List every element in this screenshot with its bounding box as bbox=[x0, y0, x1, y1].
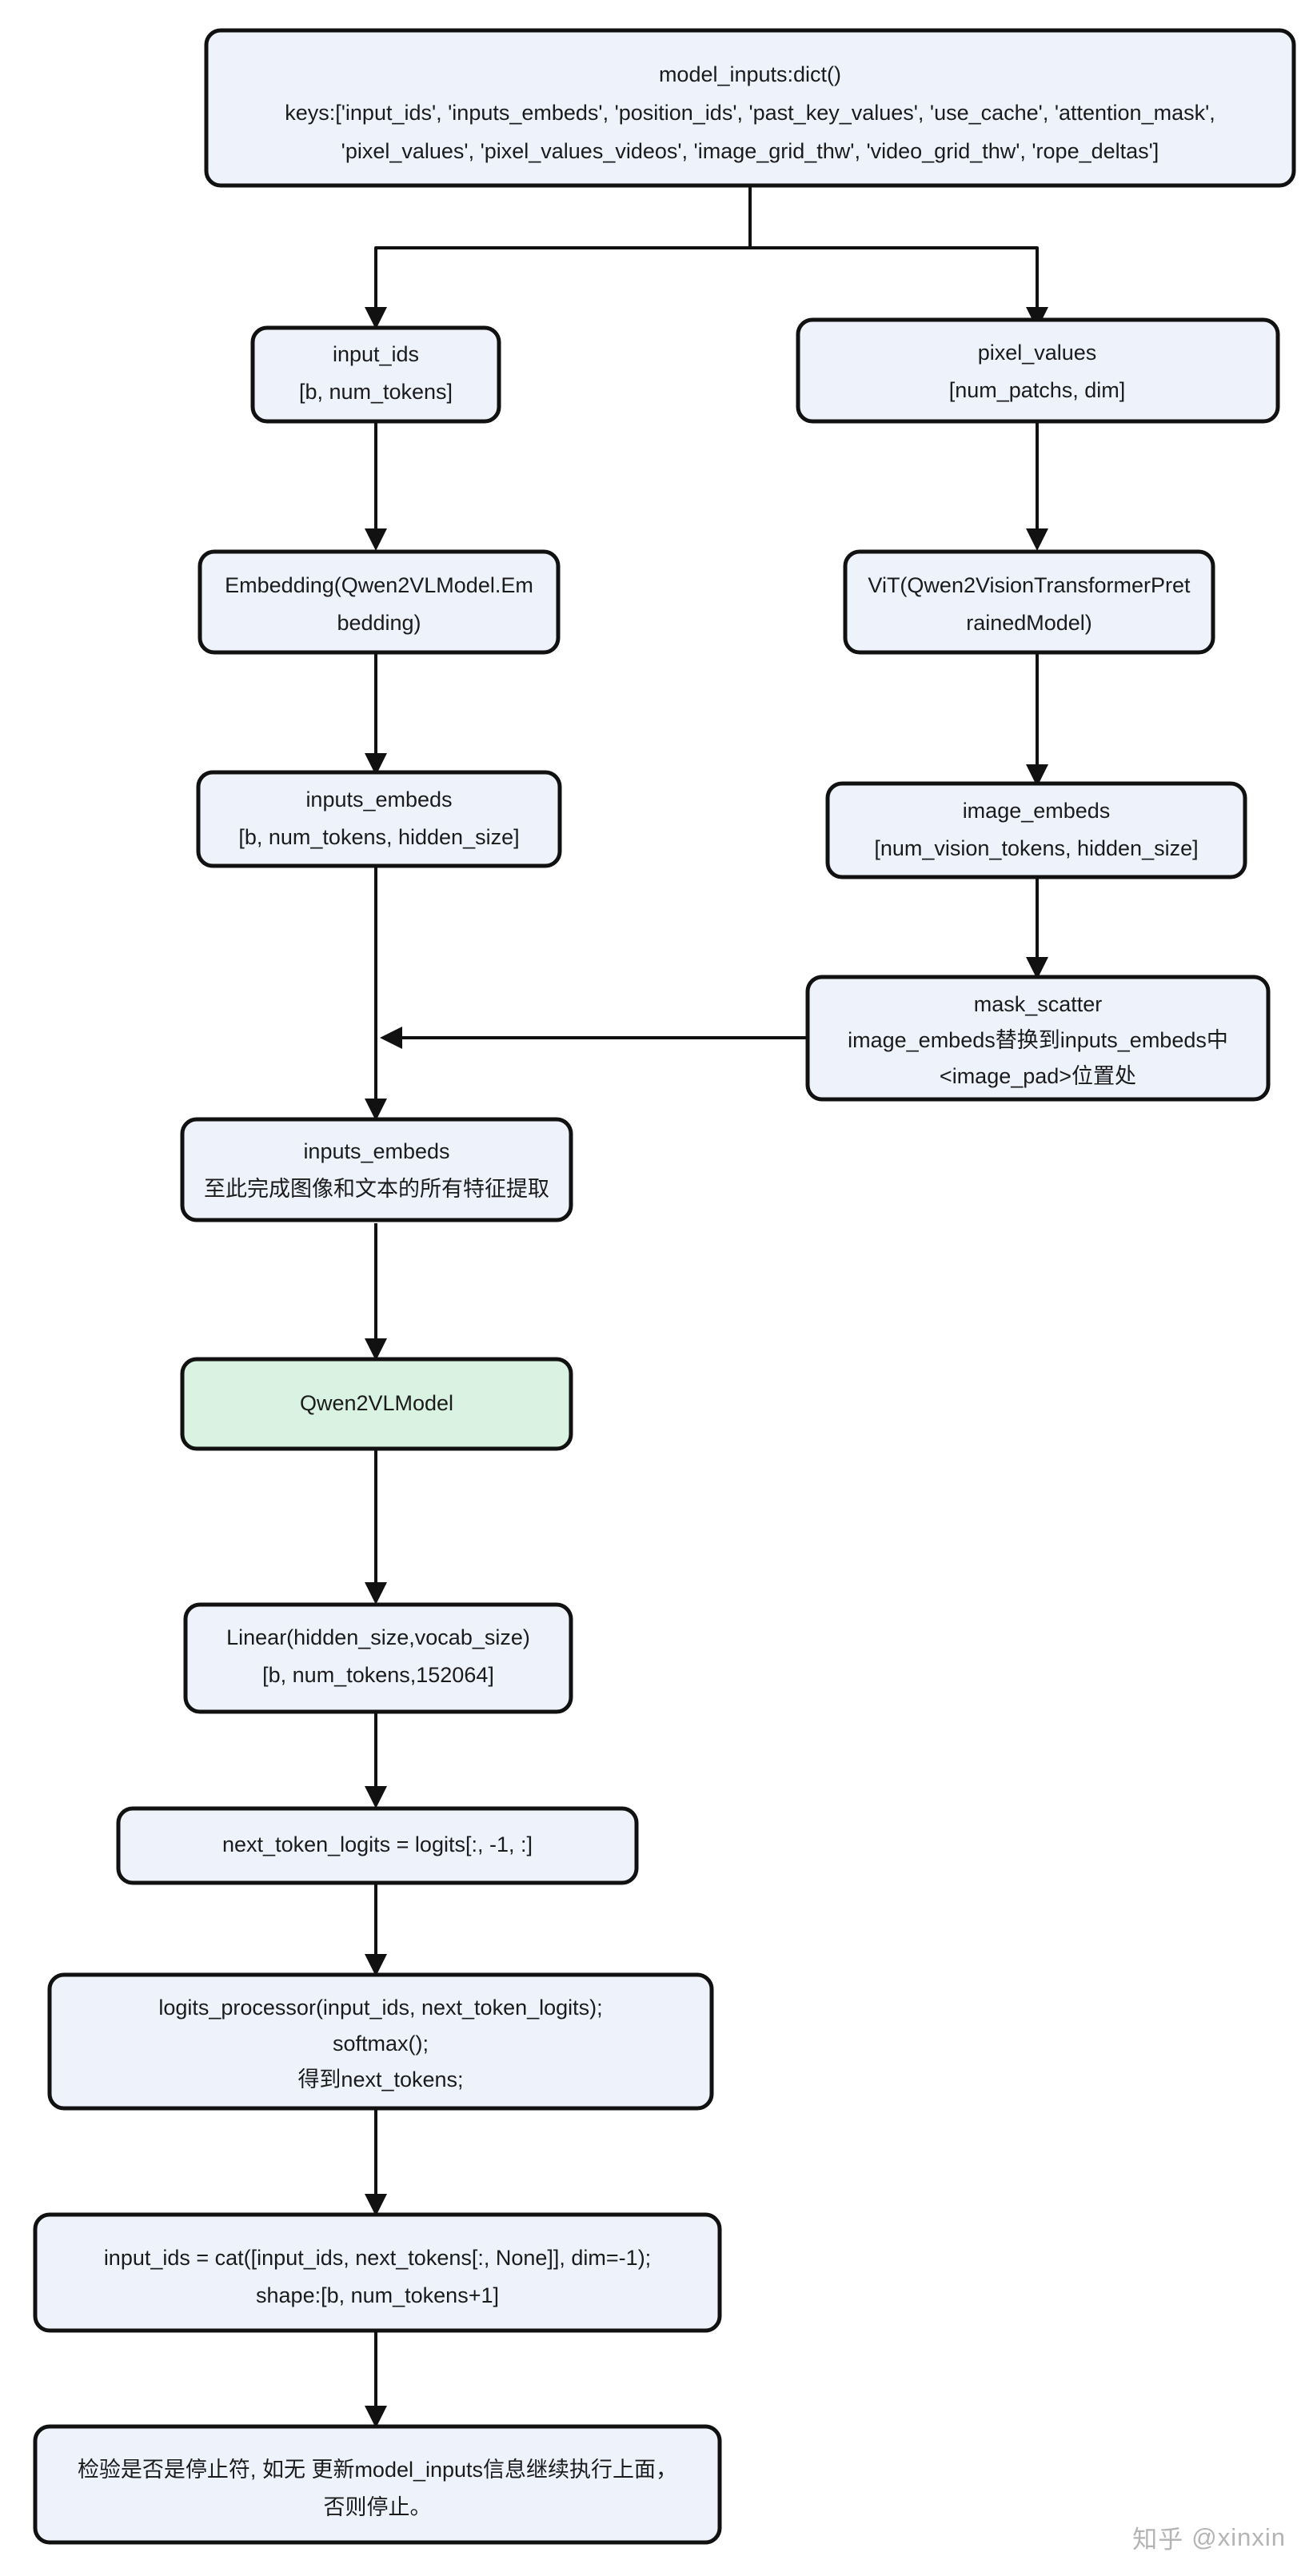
node-vit[interactable]: ViT(Qwen2VisionTransformerPret rainedMod… bbox=[843, 549, 1215, 655]
node-qwen2vlmodel-line1: Qwen2VLModel bbox=[300, 1391, 453, 1415]
node-next-token-logits-line1: next_token_logits = logits[:, -1, :] bbox=[222, 1832, 533, 1856]
edge-model-inputs-bus-left bbox=[365, 185, 752, 329]
node-qwen2vlmodel-box[interactable] bbox=[180, 1357, 573, 1451]
node-mask-scatter-line3: <image_pad>位置处 bbox=[940, 1064, 1136, 1088]
node-model-inputs-line2: keys:['input_ids', 'inputs_embeds', 'pos… bbox=[285, 101, 1215, 125]
node-linear[interactable]: Linear(hidden_size,vocab_size) [b, num_t… bbox=[183, 1602, 573, 1714]
node-vit-line2: rainedModel) bbox=[966, 611, 1092, 635]
node-logits-processor-line1: logits_processor(input_ids, next_token_l… bbox=[158, 1996, 602, 2020]
node-inputs-embeds-final[interactable]: inputs_embeds 至此完成图像和文本的所有特征提取 bbox=[180, 1117, 573, 1222]
node-input-ids[interactable]: input_ids [b, num_tokens] bbox=[250, 325, 501, 424]
node-model-inputs-line3: 'pixel_values', 'pixel_values_videos', '… bbox=[341, 139, 1159, 163]
node-model-inputs[interactable]: model_inputs:dict() keys:['input_ids', '… bbox=[204, 28, 1296, 188]
watermark: 知乎 @xinxin bbox=[1132, 2519, 1286, 2555]
node-logits-processor-line2: softmax(); bbox=[333, 2032, 429, 2056]
node-cat-input-ids-line1: input_ids = cat([input_ids, next_tokens[… bbox=[104, 2246, 651, 2270]
node-pixel-values-line1: pixel_values bbox=[978, 341, 1097, 365]
node-linear-line1: Linear(hidden_size,vocab_size) bbox=[226, 1625, 530, 1649]
node-pixel-values-line2: [num_patchs, dim] bbox=[949, 378, 1126, 402]
node-inputs-embeds-final-line2: 至此完成图像和文本的所有特征提取 bbox=[204, 1177, 549, 1201]
zhihu-logo-icon: 知乎 bbox=[1132, 2526, 1184, 2554]
node-model-inputs-box[interactable] bbox=[204, 28, 1296, 188]
node-inputs-embeds-final-box[interactable] bbox=[180, 1117, 573, 1222]
node-inputs-embeds-line2: [b, num_tokens, hidden_size] bbox=[238, 825, 519, 849]
node-embedding-line2: bedding) bbox=[337, 611, 421, 635]
node-vit-line1: ViT(Qwen2VisionTransformerPret bbox=[868, 573, 1191, 597]
node-logits-processor[interactable]: logits_processor(input_ids, next_token_l… bbox=[47, 1972, 714, 2111]
node-next-token-logits-box[interactable] bbox=[116, 1806, 639, 1885]
node-mask-scatter-line1: mask_scatter bbox=[974, 992, 1103, 1016]
node-pixel-values[interactable]: pixel_values [num_patchs, dim] bbox=[796, 317, 1280, 424]
node-cat-input-ids[interactable]: input_ids = cat([input_ids, next_tokens[… bbox=[33, 2212, 722, 2333]
edges bbox=[365, 185, 1048, 2428]
node-vit-box[interactable] bbox=[843, 549, 1215, 655]
node-next-token-logits[interactable]: next_token_logits = logits[:, -1, :] bbox=[116, 1806, 639, 1885]
node-qwen2vlmodel[interactable]: Qwen2VLModel bbox=[180, 1357, 573, 1451]
node-image-embeds-box[interactable] bbox=[825, 781, 1247, 879]
node-mask-scatter-box[interactable] bbox=[805, 975, 1271, 1102]
node-stop-check[interactable]: 检验是否是停止符, 如无 更新model_inputs信息继续执行上面， 否则停… bbox=[33, 2424, 722, 2545]
node-stop-check-box[interactable] bbox=[33, 2424, 722, 2545]
node-input-ids-line2: [b, num_tokens] bbox=[299, 380, 453, 404]
node-image-embeds[interactable]: image_embeds [num_vision_tokens, hidden_… bbox=[825, 781, 1247, 879]
node-linear-line2: [b, num_tokens,152064] bbox=[262, 1663, 494, 1687]
node-logits-processor-line3: 得到next_tokens; bbox=[297, 2068, 463, 2092]
node-inputs-embeds-box[interactable] bbox=[196, 770, 562, 868]
watermark-handle: @xinxin bbox=[1191, 2522, 1286, 2551]
node-embedding-line1: Embedding(Qwen2VLModel.Em bbox=[225, 573, 533, 597]
node-pixel-values-box[interactable] bbox=[796, 317, 1280, 424]
node-linear-box[interactable] bbox=[183, 1602, 573, 1714]
node-cat-input-ids-box[interactable] bbox=[33, 2212, 722, 2333]
node-input-ids-line1: input_ids bbox=[333, 342, 419, 366]
node-mask-scatter-line2: image_embeds替换到inputs_embeds中 bbox=[848, 1028, 1228, 1052]
node-image-embeds-line2: [num_vision_tokens, hidden_size] bbox=[874, 836, 1198, 860]
node-mask-scatter[interactable]: mask_scatter image_embeds替换到inputs_embed… bbox=[805, 975, 1271, 1102]
node-embedding[interactable]: Embedding(Qwen2VLModel.Em bedding) bbox=[198, 549, 561, 655]
node-logits-processor-box[interactable] bbox=[47, 1972, 714, 2111]
node-inputs-embeds-line1: inputs_embeds bbox=[305, 788, 452, 811]
node-input-ids-box[interactable] bbox=[250, 325, 501, 424]
node-embedding-box[interactable] bbox=[198, 549, 561, 655]
node-cat-input-ids-line2: shape:[b, num_tokens+1] bbox=[256, 2283, 499, 2307]
node-model-inputs-line1: model_inputs:dict() bbox=[659, 62, 841, 86]
edge-model-inputs-bus bbox=[748, 185, 1048, 329]
node-image-embeds-line1: image_embeds bbox=[963, 799, 1111, 823]
node-inputs-embeds[interactable]: inputs_embeds [b, num_tokens, hidden_siz… bbox=[196, 770, 562, 868]
node-inputs-embeds-final-line1: inputs_embeds bbox=[303, 1139, 449, 1163]
node-stop-check-line1: 检验是否是停止符, 如无 更新model_inputs信息继续执行上面， bbox=[78, 2458, 677, 2482]
node-stop-check-line2: 否则停止。 bbox=[324, 2495, 432, 2519]
